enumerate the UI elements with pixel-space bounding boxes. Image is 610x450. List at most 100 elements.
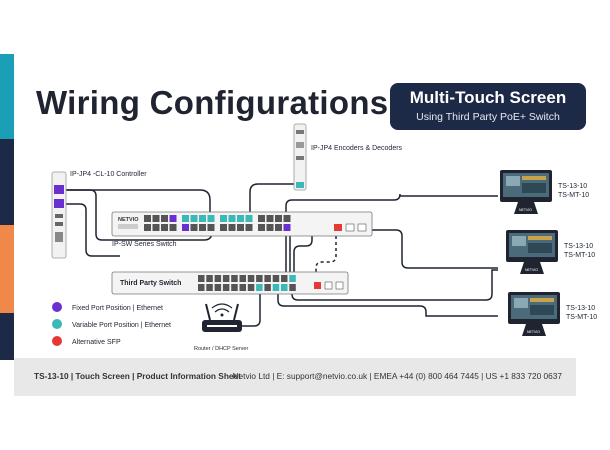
ip-switch-sfp-red (334, 224, 342, 231)
third-party-switch-label: Third Party Switch (120, 280, 181, 287)
screen-model-line1: TS-13-10 (564, 243, 593, 250)
controller-port-2 (54, 199, 64, 208)
ip-switch-port (258, 215, 265, 222)
screen-brand: NETVIO (525, 268, 538, 272)
ip-switch-port (199, 215, 206, 222)
third-party-sfp-red (314, 282, 321, 289)
accent-stripe-navy (0, 139, 14, 225)
ip-switch-port (245, 215, 253, 222)
third-party-port (281, 284, 288, 291)
ip-switch-port (283, 215, 291, 222)
ip-switch-port (220, 215, 227, 222)
badge-subtitle: Using Third Party PoE+ Switch (416, 111, 560, 123)
third-party-port (231, 284, 238, 291)
badge-title: Multi-Touch Screen (409, 88, 567, 107)
legend-label-variable: Variable Port Position | Ethernet (72, 322, 171, 329)
legend-label-fixed: Fixed Port Position | Ethernet (72, 305, 163, 312)
accent-stripe-orange (0, 225, 14, 313)
legend-dot-sfp (52, 336, 62, 346)
third-party-port (289, 275, 296, 282)
cable-screen-2 (289, 229, 498, 278)
ip-switch-sfp-2 (357, 223, 367, 232)
ip-switch-port (266, 215, 274, 222)
ip-switch-port (152, 224, 160, 231)
legend-dot-fixed (52, 302, 62, 312)
ip-switch-port (245, 224, 253, 231)
third-party-port (198, 275, 205, 282)
cable-controller-lower (64, 203, 120, 257)
legend-dot-variable (52, 319, 62, 329)
cable-screen-1 (285, 193, 498, 278)
ip-switch-port (266, 224, 274, 231)
ip-switch-port (144, 215, 151, 222)
controller-device (51, 171, 67, 259)
cable-router (240, 292, 261, 327)
ip-switch-port (144, 224, 151, 231)
screen-model-line1: TS-13-10 (566, 305, 595, 312)
ip-switch-port (182, 224, 189, 231)
screen-brand: NETVIO (527, 330, 540, 334)
screen-model-line2: TS-MT-10 (566, 314, 597, 321)
cable-controller-fixed (64, 189, 211, 218)
third-party-port (239, 284, 246, 291)
ip-switch-port (169, 215, 177, 222)
third-party-port (247, 284, 255, 291)
ip-switch-port (161, 224, 168, 231)
third-party-switch: Third Party Switch (111, 271, 349, 295)
ip-switch-port (199, 224, 206, 231)
ip-switch-port (228, 224, 236, 231)
third-party-port (272, 284, 280, 291)
third-party-port (239, 275, 246, 282)
third-party-port (247, 275, 255, 282)
cable-ipsw-thirdparty (293, 230, 313, 278)
third-party-sfp-1 (324, 281, 333, 290)
legend-label-sfp: Alternative SFP (72, 339, 121, 346)
third-party-port (264, 284, 271, 291)
third-party-sfp-2 (335, 281, 344, 290)
ip-switch-brand: NETVIO (118, 217, 139, 223)
ip-switch-port (275, 215, 282, 222)
third-party-port (231, 275, 238, 282)
ip-switch-port (220, 224, 227, 231)
ip-switch-port (228, 215, 236, 222)
third-party-port (214, 275, 222, 282)
ip-switch-port (207, 215, 215, 222)
third-party-port (256, 275, 263, 282)
footer-product: TS-13-10 | Touch Screen | Product Inform… (34, 371, 241, 381)
accent-stripe-navy-bottom (0, 313, 14, 360)
ip-switch-label: IP-SW Series Switch (112, 241, 177, 248)
cable-sfp-dashed (315, 236, 337, 282)
ip-switch-port (169, 224, 177, 231)
screen-model-line2: TS-MT-10 (564, 252, 595, 259)
cable-screen-3 (277, 288, 498, 317)
third-party-port (206, 284, 213, 291)
accent-stripe-teal (0, 54, 14, 139)
ip-switch-port (237, 215, 244, 222)
ip-switch-sfp-1 (345, 223, 355, 232)
ip-switch-port (182, 215, 189, 222)
screen-model-line1: TS-13-10 (558, 183, 587, 190)
third-party-port (222, 284, 230, 291)
third-party-port (222, 275, 230, 282)
ip-switch-port (190, 215, 198, 222)
page-title: Wiring Configurations (36, 84, 389, 121)
ip-switch-port (190, 224, 198, 231)
encoder-label: IP-JP4 Encoders & Decoders (311, 145, 403, 152)
third-party-port (264, 275, 271, 282)
cable-screen-2b (291, 269, 498, 301)
ip-switch: NETVIO (111, 211, 373, 237)
ip-switch-port (161, 215, 168, 222)
footer: TS-13-10 | Touch Screen | Product Inform… (14, 358, 576, 396)
third-party-port (256, 284, 263, 291)
third-party-port (272, 275, 280, 282)
controller-port-1 (54, 185, 64, 194)
header-badge: Multi-Touch Screen Using Third Party PoE… (390, 83, 586, 130)
ip-switch-port (275, 224, 282, 231)
third-party-port (198, 284, 205, 291)
legend: Fixed Port Position | Ethernet Variable … (52, 302, 171, 346)
encoder-port (296, 182, 304, 188)
third-party-port (281, 275, 288, 282)
wiring-diagram: IP-JP4 -CL-10 Controller IP-JP4 Encoders… (51, 123, 597, 352)
